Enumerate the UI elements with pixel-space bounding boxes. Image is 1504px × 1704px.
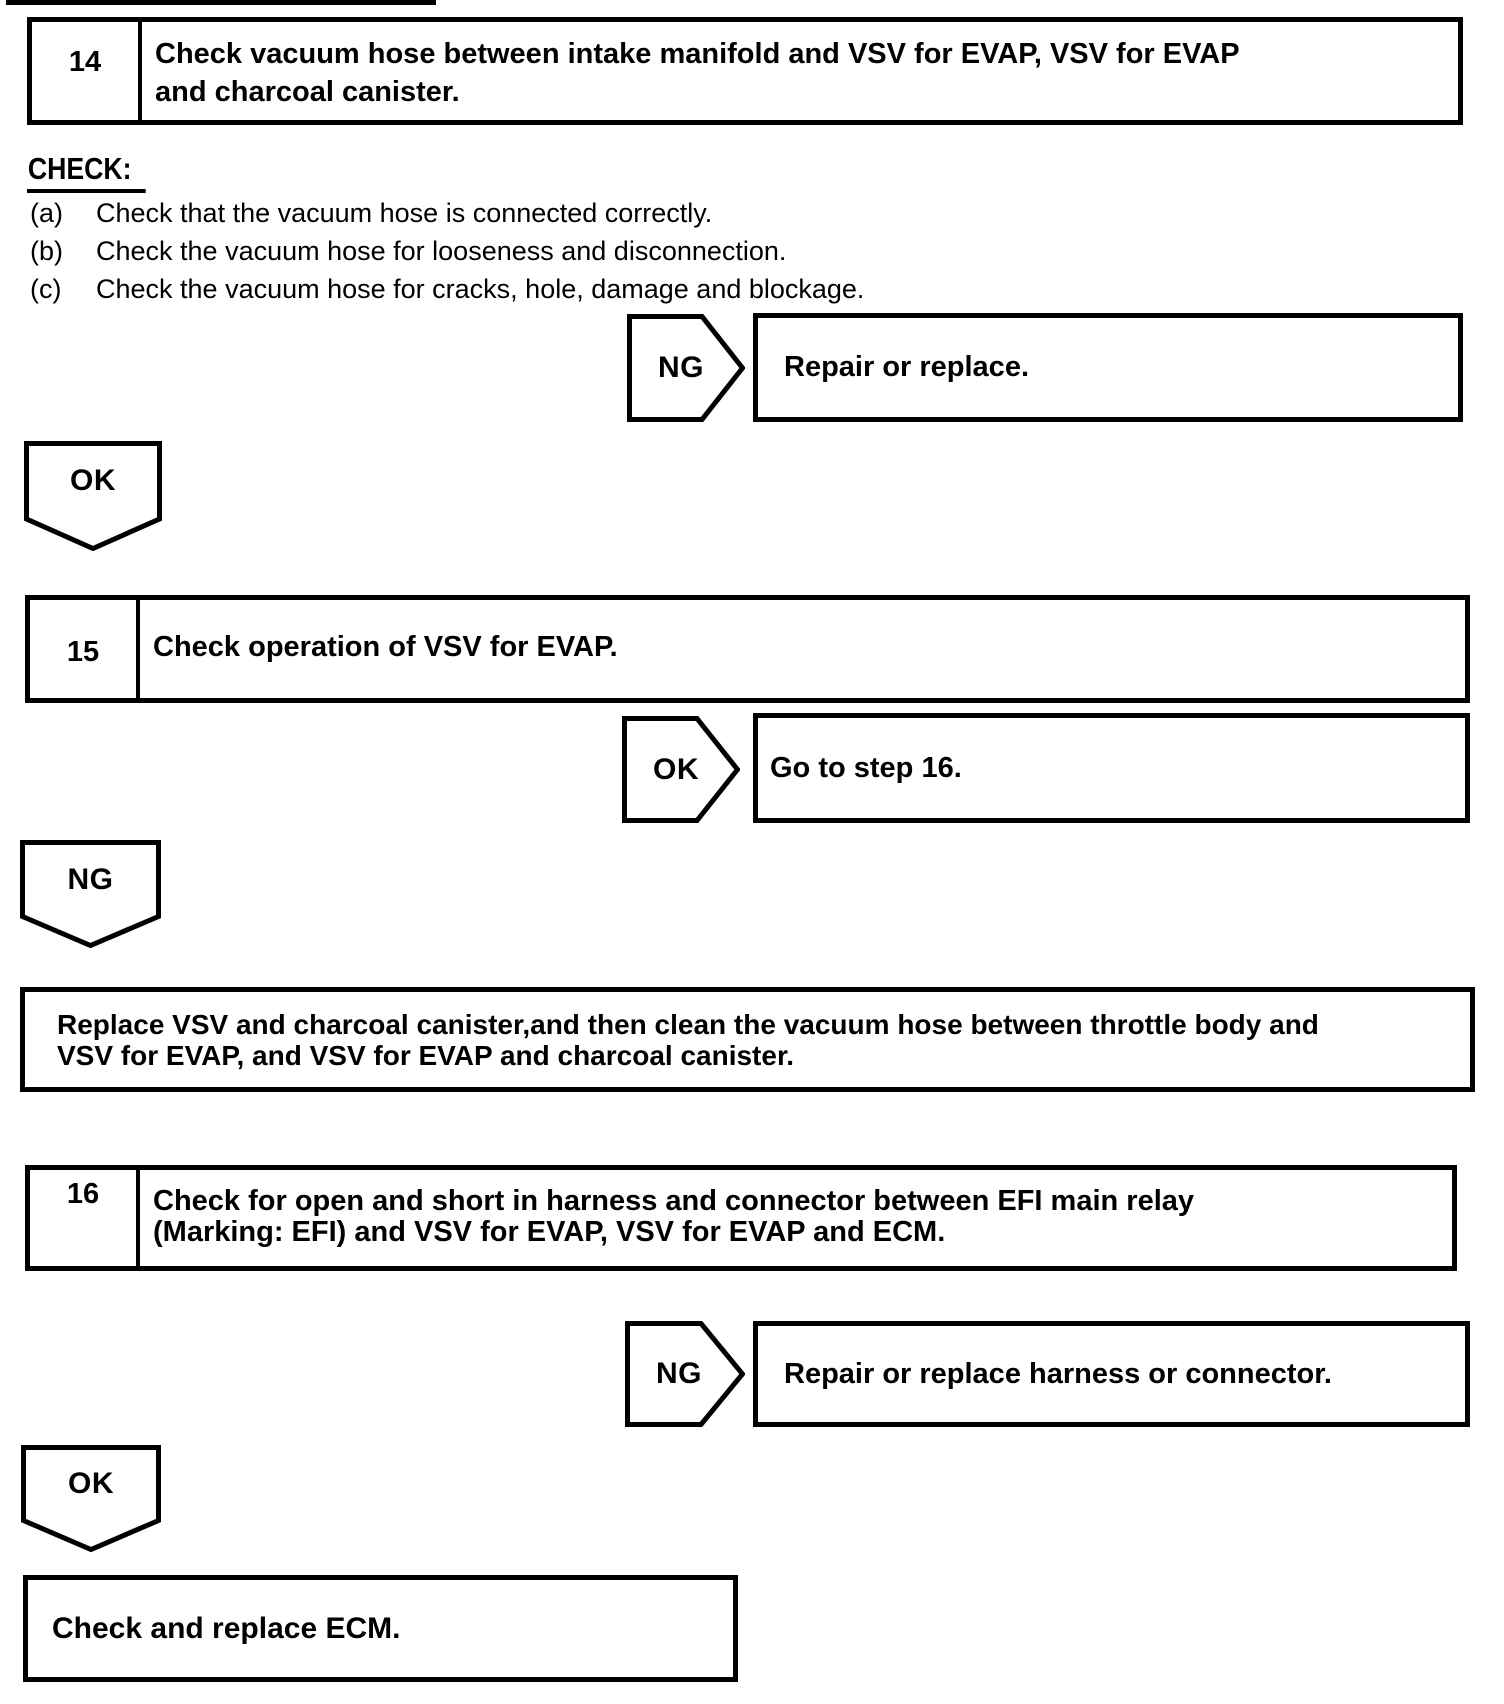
check-item-c: (c) Check the vacuum hose for cracks, ho…	[30, 273, 864, 305]
check-heading: CHECK:	[27, 152, 146, 193]
ok-connector-arrow-icon	[24, 441, 162, 551]
step-box-15: 15 Check operation of VSV for EVAP.	[25, 595, 1470, 703]
step-16-title-line-1: Check for open and short in harness and …	[153, 1185, 1195, 1217]
check-item-a: (a) Check that the vacuum hose is connec…	[30, 197, 712, 229]
ng-branch-arrow-icon-2	[625, 1321, 745, 1427]
scan-edge-artifact	[6, 0, 436, 5]
ng-branch-label-2: NG	[656, 1357, 702, 1390]
step-15-number: 15	[30, 600, 140, 698]
action-text-repair-harness: Repair or replace harness or connector.	[784, 1357, 1332, 1390]
ok-branch-label: OK	[653, 752, 699, 786]
ng-connector-label: NG	[67, 862, 114, 896]
action-box-replace-vsv: Replace VSV and charcoal canister,and th…	[20, 987, 1475, 1092]
check-item-b-text: Check the vacuum hose for looseness and …	[96, 236, 787, 266]
step-16-title-line-2: (Marking: EFI) and VSV for EVAP, VSV for…	[153, 1216, 946, 1248]
action-box-repair-harness: Repair or replace harness or connector.	[753, 1321, 1470, 1427]
step-15-title-line-1: Check operation of VSV for EVAP.	[153, 631, 618, 663]
step-16-title: Check for open and short in harness and …	[140, 1170, 1194, 1266]
action-box-check-replace-ecm: Check and replace ECM.	[23, 1575, 738, 1682]
action-replace-vsv-line-1: Replace VSV and charcoal canister,and th…	[57, 1009, 1319, 1040]
action-box-repair-or-replace: Repair or replace.	[753, 313, 1463, 422]
step-14-number: 14	[32, 22, 142, 120]
ok-connector-arrow-icon-2	[21, 1445, 161, 1552]
check-item-a-text: Check that the vacuum hose is connected …	[96, 198, 713, 228]
check-item-c-text: Check the vacuum hose for cracks, hole, …	[96, 274, 865, 304]
ok-connector-label-2: OK	[68, 1467, 114, 1500]
action-text-repair-or-replace: Repair or replace.	[784, 351, 1029, 383]
check-item-a-label: (a)	[30, 198, 63, 228]
ng-branch-arrow-icon	[627, 314, 745, 422]
step-14-title: Check vacuum hose between intake manifol…	[142, 22, 1240, 120]
check-item-b: (b) Check the vacuum hose for looseness …	[30, 235, 786, 267]
ok-branch-arrow-icon	[622, 716, 740, 823]
step-15-title: Check operation of VSV for EVAP.	[140, 600, 618, 698]
action-text-go-to-step-16: Go to step 16.	[770, 751, 962, 784]
step-16-number: 16	[30, 1170, 140, 1266]
step-14-title-line-1: Check vacuum hose between intake manifol…	[155, 38, 1240, 70]
ng-connector-arrow-icon	[20, 840, 161, 948]
step-box-14: 14 Check vacuum hose between intake mani…	[27, 17, 1463, 125]
step-box-16: 16 Check for open and short in harness a…	[25, 1165, 1457, 1271]
action-replace-vsv-line-2: VSV for EVAP, and VSV for EVAP and charc…	[57, 1040, 795, 1071]
ng-branch-label: NG	[658, 351, 704, 384]
step-14-title-line-2: and charcoal canister.	[155, 76, 460, 108]
action-text-check-replace-ecm: Check and replace ECM.	[52, 1611, 401, 1645]
check-item-b-label: (b)	[30, 236, 63, 266]
action-box-go-to-step-16: Go to step 16.	[753, 713, 1470, 823]
ok-connector-label: OK	[70, 464, 116, 497]
check-item-c-label: (c)	[30, 274, 62, 304]
